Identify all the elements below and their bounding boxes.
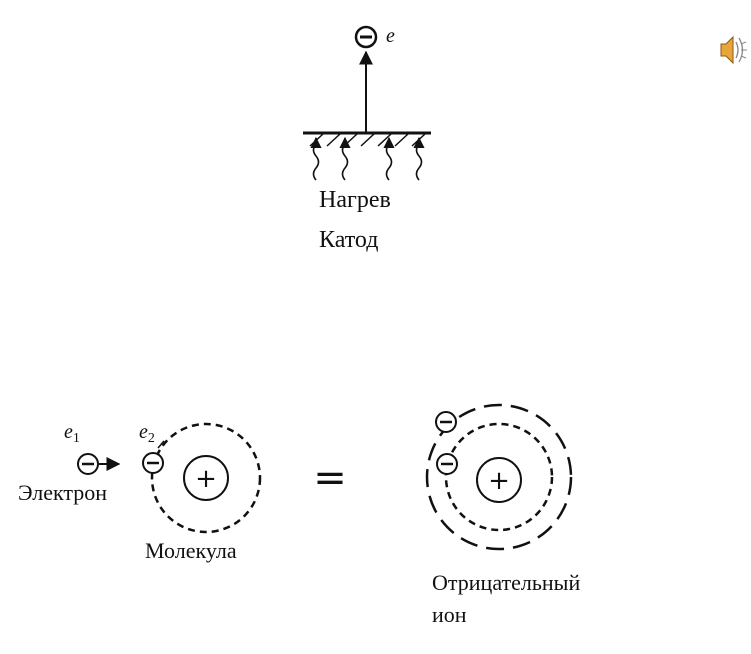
cathode-label: Катод xyxy=(319,227,378,253)
heat-label: Нагрев xyxy=(319,187,391,213)
negative-ion: + Отрицательный ион xyxy=(425,403,580,627)
equals-sign: = xyxy=(313,455,347,501)
molecule-plus: + xyxy=(195,464,217,494)
ion-outer-electron xyxy=(435,411,457,433)
ion-plus: + xyxy=(488,466,510,496)
electron-label-e: e xyxy=(386,25,395,47)
ion-inner-electron xyxy=(436,453,458,475)
e2-subscript: 2 xyxy=(148,431,155,446)
molecule: e2 + Молекула xyxy=(139,421,262,563)
ion-label-line2: ион xyxy=(432,602,467,627)
e1-label: e xyxy=(64,421,73,443)
emitted-electron: e xyxy=(354,25,395,49)
speaker-icon[interactable] xyxy=(720,35,747,65)
cathode-hatching xyxy=(309,133,426,147)
e1-subscript: 1 xyxy=(73,431,80,446)
thermionic-emission: e Нагрев Катод xyxy=(303,25,431,253)
ion-label-line1: Отрицательный xyxy=(432,570,580,595)
molecule-orbit xyxy=(150,422,262,534)
molecule-electron xyxy=(142,452,164,474)
ion-outer-orbit xyxy=(425,403,573,551)
svg-text:e1: e1 xyxy=(64,421,80,446)
svg-text:e2: e2 xyxy=(139,421,155,446)
electron-label: Электрон xyxy=(18,480,107,505)
ion-formation: e1 Электрон e2 + Молекула = xyxy=(18,403,580,627)
ion-nucleus xyxy=(476,457,522,503)
free-electron xyxy=(77,453,99,475)
molecule-nucleus xyxy=(183,455,229,501)
molecule-label: Молекула xyxy=(145,538,237,563)
heat-arrows xyxy=(310,136,425,181)
ion-inner-orbit xyxy=(444,422,554,532)
e2-label: e xyxy=(139,421,148,443)
